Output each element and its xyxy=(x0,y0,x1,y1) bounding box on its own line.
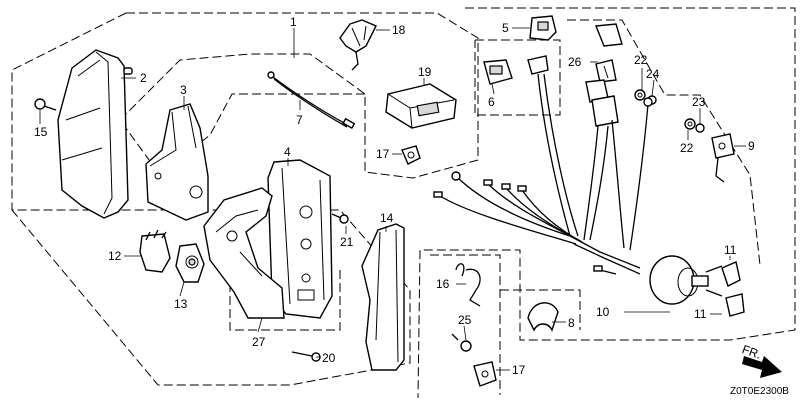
callout-3: 3 xyxy=(180,83,187,97)
callout-12: 12 xyxy=(108,249,122,263)
panel-frame xyxy=(203,187,285,319)
callout-11-lower: 11 xyxy=(694,307,707,321)
clamp-16 xyxy=(455,263,481,307)
screw-21 xyxy=(331,213,349,224)
callout-16: 16 xyxy=(436,277,450,291)
switch-12 xyxy=(139,229,171,273)
callout-23: 23 xyxy=(692,95,706,109)
callout-4: 4 xyxy=(284,145,291,159)
callout-19: 19 xyxy=(418,65,432,79)
fuse xyxy=(595,23,623,83)
control-box-cover xyxy=(57,49,133,219)
bracket xyxy=(145,103,209,221)
callout-8: 8 xyxy=(568,316,575,330)
callout-10: 10 xyxy=(596,305,610,319)
callout-27: 27 xyxy=(252,335,266,349)
callout-5: 5 xyxy=(502,21,509,35)
cable-clamp-18 xyxy=(339,19,377,71)
callout-22-upper: 22 xyxy=(634,53,648,67)
callout-2: 2 xyxy=(140,71,147,85)
callout-13: 13 xyxy=(174,297,188,311)
bolt-25 xyxy=(451,333,472,352)
screw-20 xyxy=(291,351,321,362)
callout-6: 6 xyxy=(488,95,495,109)
callout-7: 7 xyxy=(296,113,303,127)
callout-24: 24 xyxy=(646,67,660,81)
callout-18: 18 xyxy=(392,23,406,37)
grommet xyxy=(385,83,457,129)
front-direction-arrow xyxy=(742,356,782,378)
assembly-boundaries xyxy=(11,7,796,399)
callout-14: 14 xyxy=(380,211,394,225)
control-panel xyxy=(267,159,333,319)
callout-21: 21 xyxy=(340,235,354,249)
callout-17-lower: 17 xyxy=(512,363,526,377)
fuse-holder xyxy=(483,59,513,85)
terminal-covers xyxy=(721,261,745,317)
callout-20: 20 xyxy=(322,351,336,365)
connector-5 xyxy=(529,15,557,41)
wire-clip-17-upper xyxy=(401,145,421,165)
choke-cable xyxy=(267,71,356,130)
callout-15: 15 xyxy=(34,125,48,139)
callout-1: 1 xyxy=(290,15,297,29)
callout-25: 25 xyxy=(458,313,472,327)
direction-label: FR. xyxy=(740,342,763,362)
diagram-code: Z0T0E2300B xyxy=(730,386,789,397)
callout-11-upper: 11 xyxy=(724,243,737,257)
leader-lines xyxy=(39,27,746,371)
callout-labels: 1 2 3 4 5 6 7 8 9 10 11 11 12 13 14 15 1… xyxy=(34,15,755,377)
screw-15 xyxy=(34,98,57,111)
callout-26: 26 xyxy=(568,55,582,69)
callout-22-lower: 22 xyxy=(680,141,694,155)
wire-clip-17-lower xyxy=(473,361,497,387)
insulator-plate xyxy=(361,223,405,371)
breaker-13 xyxy=(175,243,205,283)
terminal-9 xyxy=(711,133,735,183)
callout-9: 9 xyxy=(748,139,755,153)
wire-harness xyxy=(433,55,723,305)
band-8 xyxy=(527,302,559,332)
nuts-washers xyxy=(634,89,705,133)
callout-17-upper: 17 xyxy=(376,147,390,161)
